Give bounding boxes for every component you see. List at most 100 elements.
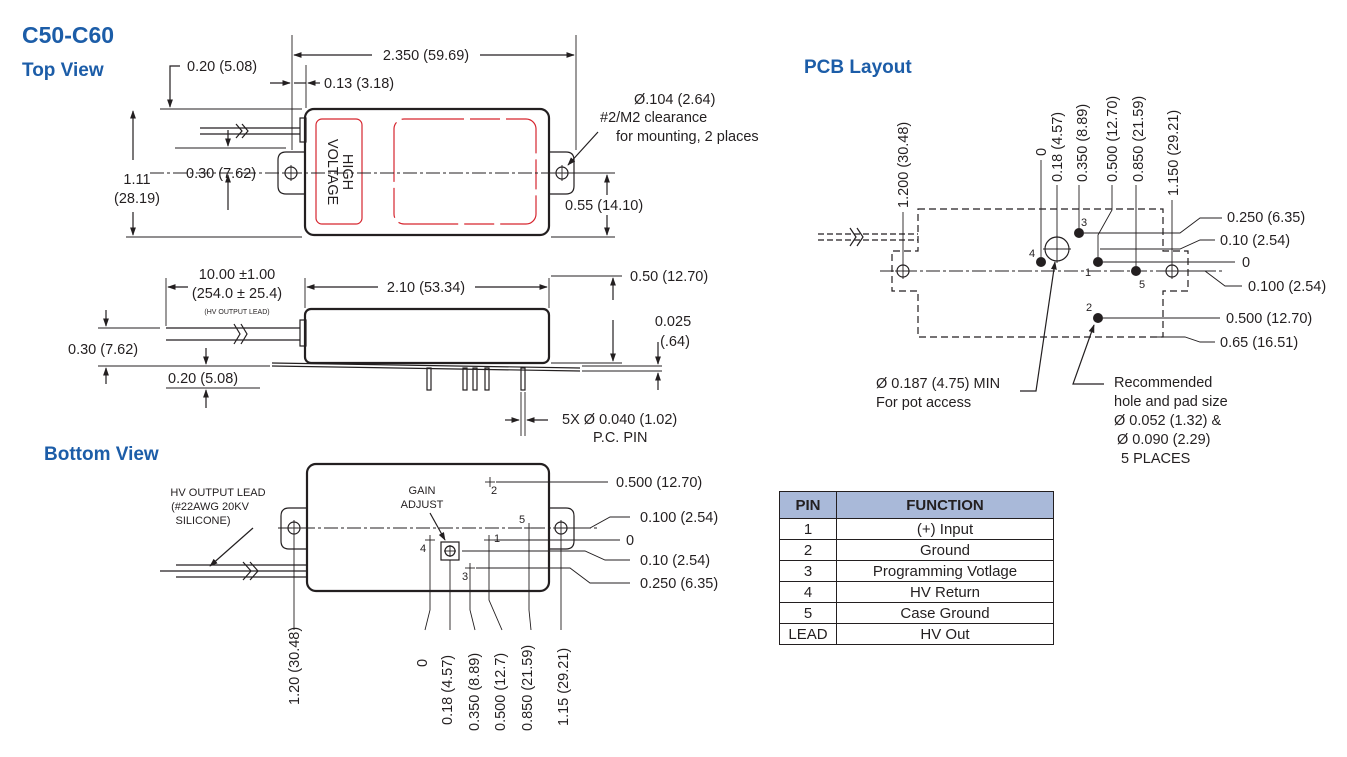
table-cell-pin: 1 [779,518,837,540]
table-cell-pin: 3 [779,560,837,582]
gain-adjust-label-b: ADJUST [401,499,444,511]
top-view-heading: Top View [22,60,104,81]
table-header-function: FUNCTION [836,491,1054,519]
bottom-v-0500: 0.500 (12.7) [493,653,509,731]
bottom-right-0100: 0.100 (2.54) [640,510,718,526]
pcb-r-065: 0.65 (16.51) [1220,335,1298,351]
table-cell-function: HV Return [836,581,1054,603]
table-header-pin: PIN [779,491,837,519]
bottom-v-018: 0.18 (4.57) [440,655,456,725]
side-pin-type: P.C. PIN [593,430,648,446]
top-dim-length: 2.350 (59.69) [383,48,469,64]
pcb-layout-heading: PCB Layout [804,57,912,78]
rec-label-d: Ø 0.090 (2.29) [1117,432,1211,448]
model-title: C50-C60 [22,22,115,48]
bottom-pin-5: 5 [519,514,525,526]
side-dim-210: 2.10 (53.34) [387,280,465,296]
table-header-row: PIN FUNCTION [779,491,1054,519]
pcb-v-1150: 1.150 (29.21) [1166,110,1182,196]
pcb-r-0500: 0.500 (12.70) [1226,311,1312,327]
pcb-r-0100: 0.100 (2.54) [1248,279,1326,295]
pcb-pin-3: 3 [1081,217,1087,229]
component-outline [393,118,537,225]
table-cell-function: (+) Input [836,518,1054,540]
pot-access-label-a: Ø 0.187 (4.75) MIN [876,376,1000,392]
bottom-v-120: 1.20 (30.48) [287,627,303,705]
bottom-v-0: 0 [415,659,431,667]
table-row: 4 HV Return [779,581,1054,603]
pcb-r-010: 0.10 (2.54) [1220,233,1290,249]
table-cell-pin: LEAD [779,623,837,645]
pcb-pin-5: 5 [1139,279,1145,291]
side-lead-note: (HV OUTPUT LEAD) [204,309,269,316]
pcb-pin-2: 2 [1086,302,1092,314]
bottom-v-0350: 0.350 (8.89) [467,653,483,731]
table-cell-function: Case Ground [836,602,1054,624]
table-row: LEAD HV Out [779,623,1054,645]
hv-text-line2: VOLTAGE [324,139,340,206]
side-dim-050: 0.50 (12.70) [630,269,708,285]
top-view-body [303,107,551,237]
bottom-pin-2: 2 [491,485,497,497]
pcb-v-0850: 0.850 (21.59) [1131,96,1147,182]
gain-adjust-label-a: GAIN [409,485,436,497]
pcb-v-018: 0.18 (4.57) [1050,112,1066,182]
side-dim-025a: 0.025 [655,314,691,330]
bottom-pin-4: 4 [420,543,426,555]
top-view-drawing: HIGH VOLTAGE 2.350 (59.69) 0.20 (5.08) 0… [114,35,759,238]
pcb-pads [1036,228,1141,323]
top-dim-030: 0.30 (7.62) [186,166,256,182]
side-pin-dia: 5X Ø 0.040 (1.02) [562,412,677,428]
table-cell-pin: 2 [779,539,837,561]
pcb-r-0250: 0.250 (6.35) [1227,210,1305,226]
bottom-v-0850: 0.850 (21.59) [520,645,536,731]
mount-callout-3: for mounting, 2 places [616,129,759,145]
table-cell-function: Programming Votlage [836,560,1054,582]
pcb-v-0: 0 [1034,148,1050,156]
pcb-v-0350: 0.350 (8.89) [1075,104,1091,182]
table-row: 1 (+) Input [779,518,1054,540]
bottom-pin-3: 3 [462,571,468,583]
rec-label-e: 5 PLACES [1121,451,1190,467]
pcb-v-1200: 1.200 (30.48) [896,122,912,208]
pcb-v-0500: 0.500 (12.70) [1105,96,1121,182]
side-lead-length-b: (254.0 ± 25.4) [192,286,282,302]
bottom-lead-label-b: (#22AWG 20KV [171,501,250,513]
bottom-view-heading: Bottom View [44,444,159,465]
table-cell-function: HV Out [836,623,1054,645]
mount-callout-2: #2/M2 clearance [600,110,707,126]
table-row: 3 Programming Votlage [779,560,1054,582]
table-cell-function: Ground [836,539,1054,561]
rec-label-b: hole and pad size [1114,394,1228,410]
rec-label-c: Ø 0.052 (1.32) & [1114,413,1222,429]
bottom-v-115: 1.15 (29.21) [556,648,572,726]
pcb-r-0: 0 [1242,255,1250,271]
side-dim-020: 0.20 (5.08) [168,371,238,387]
side-dim-025b: (.64) [660,334,690,350]
bottom-pin-1: 1 [494,533,500,545]
bottom-view-drawing: HV OUTPUT LEAD (#22AWG 20KV SILICONE) GA… [160,462,718,731]
bottom-right-010: 0.10 (2.54) [640,553,710,569]
table-cell-pin: 5 [779,602,837,624]
side-lead-length-a: 10.00 ±1.00 [199,267,276,283]
top-dim-013: 0.13 (3.18) [324,76,394,92]
hv-text-line1: HIGH [339,154,355,190]
top-dim-height-a: 1.11 [123,172,150,188]
pot-access-label-b: For pot access [876,395,971,411]
top-dim-020: 0.20 (5.08) [187,59,257,75]
pcb-pin-1: 1 [1085,267,1091,279]
top-dim-height-b: (28.19) [114,191,160,207]
table-row: 2 Ground [779,539,1054,561]
pcb-layout-drawing: 1 2 3 4 5 1.200 (30.48) 0 0.18 (4.57) 0.… [818,96,1326,467]
bottom-right-0: 0 [626,533,634,549]
bottom-right-0500: 0.500 (12.70) [616,475,702,491]
hv-label-outline [315,118,363,225]
side-view-drawing: 10.00 ±1.00 (254.0 ± 25.4) (HV OUTPUT LE… [68,267,708,446]
mount-callout-1: Ø.104 (2.64) [634,92,715,108]
side-dim-030: 0.30 (7.62) [68,342,138,358]
table-row: 5 Case Ground [779,602,1054,624]
top-dim-055: 0.55 (14.10) [565,198,643,214]
pcb-pin-4: 4 [1029,248,1035,260]
rec-label-a: Recommended [1114,375,1212,391]
